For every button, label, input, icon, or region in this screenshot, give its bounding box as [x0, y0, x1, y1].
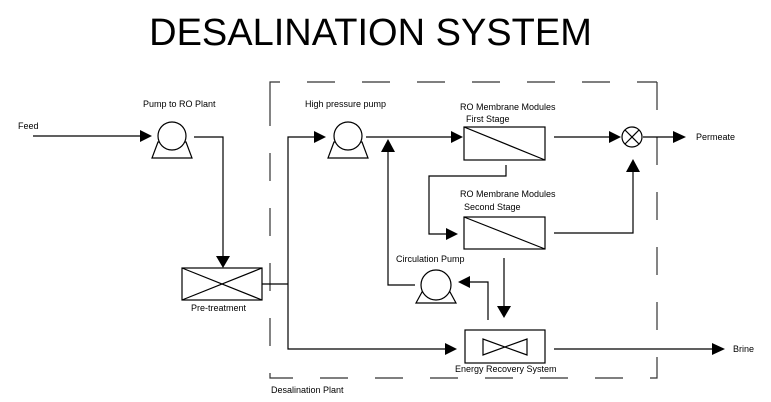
permeate-mixer-icon[interactable] [621, 126, 643, 148]
diagram-title: DESALINATION SYSTEM [149, 12, 592, 54]
high-pressure-pump-label: High pressure pump [305, 99, 386, 109]
ro-first-stage-membrane-icon[interactable] [463, 126, 546, 161]
permeate-arrow-icon [673, 131, 686, 143]
circulation-pump-icon[interactable] [414, 269, 458, 304]
ers-top-arrow-icon [497, 306, 511, 318]
split-line [287, 136, 446, 350]
pretreatment-label: Pre-treatment [191, 303, 247, 313]
ers-inlet-arrow-icon [445, 343, 457, 355]
circulation-return-arrow-icon [381, 139, 395, 152]
pretreatment-icon[interactable] [181, 267, 263, 301]
energy-recovery-label: Energy Recovery System [455, 364, 557, 374]
pretreatment-inlet-arrow-icon [216, 256, 230, 268]
desalination-plant-label: Desalination Plant [271, 385, 344, 395]
ro-first-stage-label-line2: First Stage [466, 114, 510, 124]
ro1-to-ro2-line [428, 165, 507, 235]
ro-second-stage-label-line2: Second Stage [464, 202, 521, 212]
pump-to-ro-label: Pump to RO Plant [143, 99, 216, 109]
high-pressure-pump-icon[interactable] [327, 121, 369, 159]
mixer-inlet-arrow-icon [609, 131, 621, 143]
circulation-return-line [387, 150, 415, 286]
hp-pump-inlet-arrow-icon [314, 131, 326, 143]
brine-arrow-icon [712, 343, 725, 355]
pump-to-ro-icon[interactable] [151, 121, 193, 159]
pump-to-pretreatment-line [194, 136, 224, 262]
feed-label: Feed [18, 121, 39, 131]
permeate-label: Permeate [696, 132, 735, 142]
ro2-permeate-line [554, 170, 634, 234]
mixer-bottom-arrow-icon [626, 159, 640, 172]
ro-first-stage-label-line1: RO Membrane Modules [460, 102, 556, 112]
energy-recovery-valve-icon[interactable] [464, 329, 546, 364]
ro-second-stage-label-line1: RO Membrane Modules [460, 189, 556, 199]
circulation-pump-label: Circulation Pump [396, 254, 465, 264]
ro1-inlet-arrow-icon [451, 131, 463, 143]
brine-label: Brine [733, 344, 754, 354]
circulation-pump-inlet-line [470, 281, 489, 320]
ro-second-stage-membrane-icon[interactable] [463, 216, 546, 250]
ro2-inlet-arrow-icon [446, 228, 458, 240]
circulation-pump-inlet-arrow-icon [458, 276, 470, 288]
desalination-plant-boundary [269, 81, 658, 379]
feed-arrow-icon [140, 130, 152, 142]
